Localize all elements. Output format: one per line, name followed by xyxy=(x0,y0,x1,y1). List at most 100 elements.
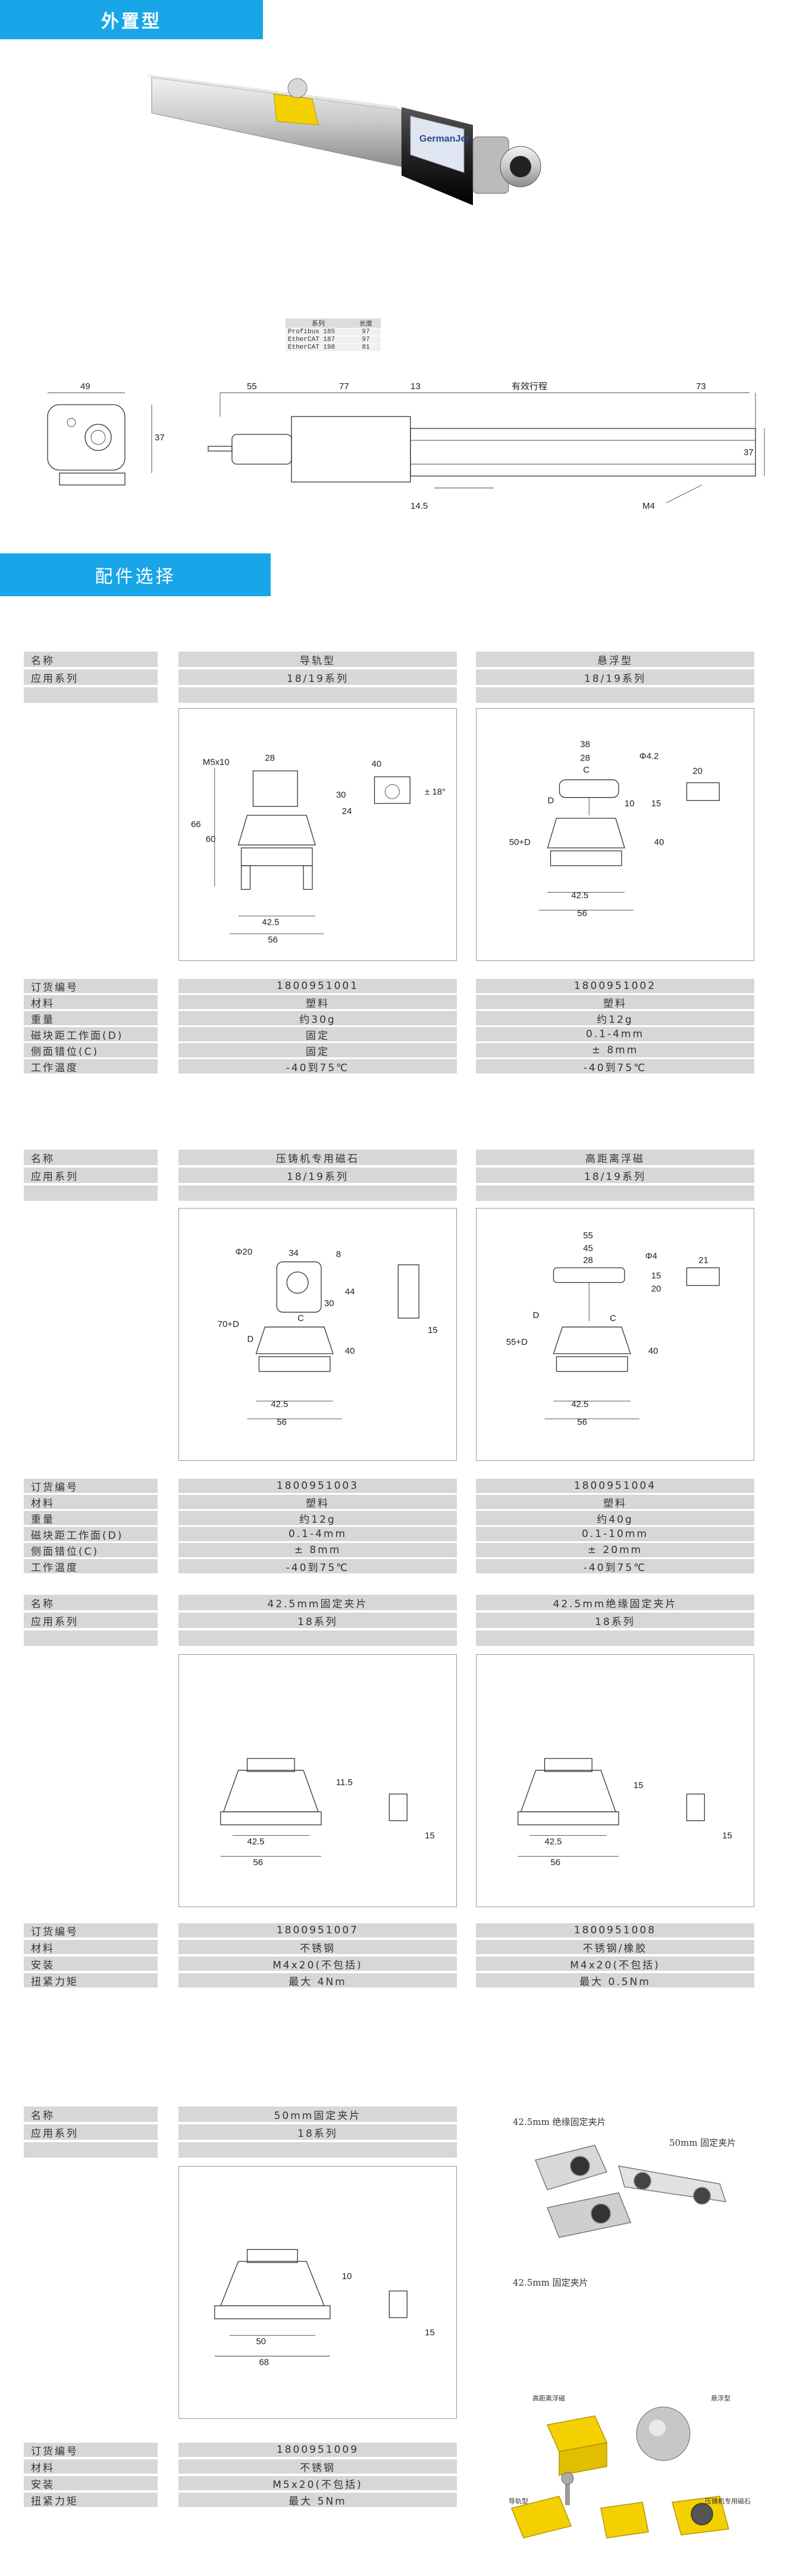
card4-spec-value: ± 20mm xyxy=(476,1543,754,1557)
card5-spec-value: 1800951007 xyxy=(178,1923,457,1938)
dim: 44 xyxy=(345,1287,355,1297)
card-row-blank xyxy=(178,1630,457,1646)
card3-spec-value: -40到75℃ xyxy=(178,1559,457,1573)
dim: 42.5 xyxy=(571,1399,588,1409)
card1-spec-value: 1800951001 xyxy=(178,979,457,993)
dim: 34 xyxy=(289,1248,299,1259)
card5-series: 18系列 xyxy=(178,1613,457,1628)
dim: 50 xyxy=(256,2337,266,2347)
photo-caption-high-float: 高距离浮磁 xyxy=(532,2395,565,2402)
dim: 42.5 xyxy=(262,917,279,927)
card7-drawing: 10 50 15 68 xyxy=(178,2166,457,2419)
card4-spec-value: -40到75℃ xyxy=(476,1559,754,1573)
card5-spec-value: M4x20(不包括) xyxy=(178,1957,457,1971)
card1-spec-value: 塑料 xyxy=(178,995,457,1009)
clips-photo xyxy=(523,2136,750,2273)
card3-spec-label: 材料 xyxy=(24,1495,158,1509)
card-row-blank xyxy=(476,1185,754,1201)
card5-name: 42.5mm固定夹片 xyxy=(178,1595,457,1610)
card5-spec-label: 订货编号 xyxy=(24,1923,158,1938)
card6-spec-value: M4x20(不包括) xyxy=(476,1957,754,1971)
card1-drawing: M5x10 28 40 30 24 ± 18° 66 60 42.5 56 xyxy=(178,708,457,961)
card3-spec-value: ± 8mm xyxy=(178,1543,457,1557)
card2-spec-value: 塑料 xyxy=(476,995,754,1009)
card3-spec-label: 工作温度 xyxy=(24,1559,158,1573)
card3-spec-label: 磁块距工作面(D) xyxy=(24,1527,158,1541)
card2-spec-value: 0.1-4mm xyxy=(476,1027,754,1041)
card1-spec-label: 磁块距工作面(D) xyxy=(24,1027,158,1041)
card2-spec-value: 约12g xyxy=(476,1011,754,1025)
card3-name: 压铸机专用磁石 xyxy=(178,1150,457,1165)
card5-spec-label: 安装 xyxy=(24,1957,158,1971)
dim: 42.5 xyxy=(247,1836,265,1846)
series-table-cell: 97 xyxy=(362,328,370,336)
series-table-header: 系列 xyxy=(312,321,325,328)
dim: 40 xyxy=(345,1346,355,1356)
series-table-cell: EtherCAT 198 xyxy=(288,344,336,351)
dim: D xyxy=(247,1334,254,1344)
card-row-blank xyxy=(178,687,457,703)
card7-series: 18系列 xyxy=(178,2124,457,2140)
card5-name-label: 名称 xyxy=(24,1595,158,1610)
dim: 56 xyxy=(253,1857,264,1867)
card7-series-label: 应用系列 xyxy=(24,2124,158,2140)
dim: 24 xyxy=(342,806,352,816)
dim-m4: M4 xyxy=(642,501,655,511)
dim: 68 xyxy=(259,2357,269,2367)
dim: 50+D xyxy=(509,837,531,847)
dim: 15 xyxy=(651,799,661,809)
dim: 56 xyxy=(577,908,587,918)
dim-55: 55 xyxy=(247,381,257,392)
photo-caption-clip-42: 42.5mm 固定夹片 xyxy=(513,2277,588,2288)
card7-name-label: 名称 xyxy=(24,2107,158,2122)
card5-spec-label: 材料 xyxy=(24,1940,158,1954)
dim: 10 xyxy=(625,799,635,809)
dim: C xyxy=(297,1313,304,1323)
card6-spec-value: 最大 0.5Nm xyxy=(476,1973,754,1987)
card5-spec-label: 扭紧力矩 xyxy=(24,1973,158,1987)
dim: 21 xyxy=(698,1256,708,1266)
dim: Φ4.2 xyxy=(639,752,659,762)
dim-77: 77 xyxy=(339,381,349,392)
card3-spec-label: 订货编号 xyxy=(24,1479,158,1493)
svg-text:GermanJet: GermanJet xyxy=(419,134,469,144)
dim: 45 xyxy=(583,1244,593,1254)
card6-spec-value: 不锈钢/橡胶 xyxy=(476,1940,754,1954)
card3-drawing: Φ20 34 8 44 30 C 70+D D 40 15 42.5 56 xyxy=(178,1208,457,1461)
dim-37-right: 37 xyxy=(744,447,754,458)
card-row-blank xyxy=(24,687,158,703)
card1-spec-label: 材料 xyxy=(24,995,158,1009)
card6-name: 42.5mm绝缘固定夹片 xyxy=(476,1595,754,1610)
dim: 38 xyxy=(580,740,590,750)
card4-spec-value: 塑料 xyxy=(476,1495,754,1509)
dim: 15 xyxy=(425,2328,435,2338)
card1-spec-label: 侧面错位(C) xyxy=(24,1043,158,1057)
card7-spec-label: 扭紧力矩 xyxy=(24,2493,158,2507)
dim: 28 xyxy=(265,753,275,763)
dim: 28 xyxy=(580,753,590,763)
card2-series: 18/19系列 xyxy=(476,669,754,685)
card1-spec-label: 重量 xyxy=(24,1011,158,1025)
dim: Φ4 xyxy=(645,1251,657,1262)
card1-name: 导轨型 xyxy=(178,652,457,667)
card2-spec-value: 1800951002 xyxy=(476,979,754,993)
card-row-blank xyxy=(24,1185,158,1201)
dim: 15 xyxy=(634,1780,644,1791)
card7-spec-value: 不锈钢 xyxy=(178,2459,457,2474)
series-table-cell: 81 xyxy=(362,344,370,351)
dim: 20 xyxy=(692,766,703,776)
card3-spec-label: 侧面错位(C) xyxy=(24,1543,158,1557)
card4-spec-value: 1800951004 xyxy=(476,1479,754,1493)
dim: ± 18° xyxy=(425,787,446,797)
card6-drawing: 15 42.5 15 56 xyxy=(476,1654,754,1907)
card1-name-label: 名称 xyxy=(24,652,158,667)
card5-series-label: 应用系列 xyxy=(24,1613,158,1628)
card6-series: 18系列 xyxy=(476,1613,754,1628)
card1-spec-value: 固定 xyxy=(178,1043,457,1057)
dim: 70+D xyxy=(218,1319,239,1329)
card-row-blank xyxy=(178,2142,457,2158)
card2-spec-value: -40到75℃ xyxy=(476,1059,754,1073)
photo-caption-rail: 导轨型 xyxy=(509,2497,528,2505)
card1-series-label: 应用系列 xyxy=(24,669,158,685)
dim: 40 xyxy=(648,1346,659,1356)
